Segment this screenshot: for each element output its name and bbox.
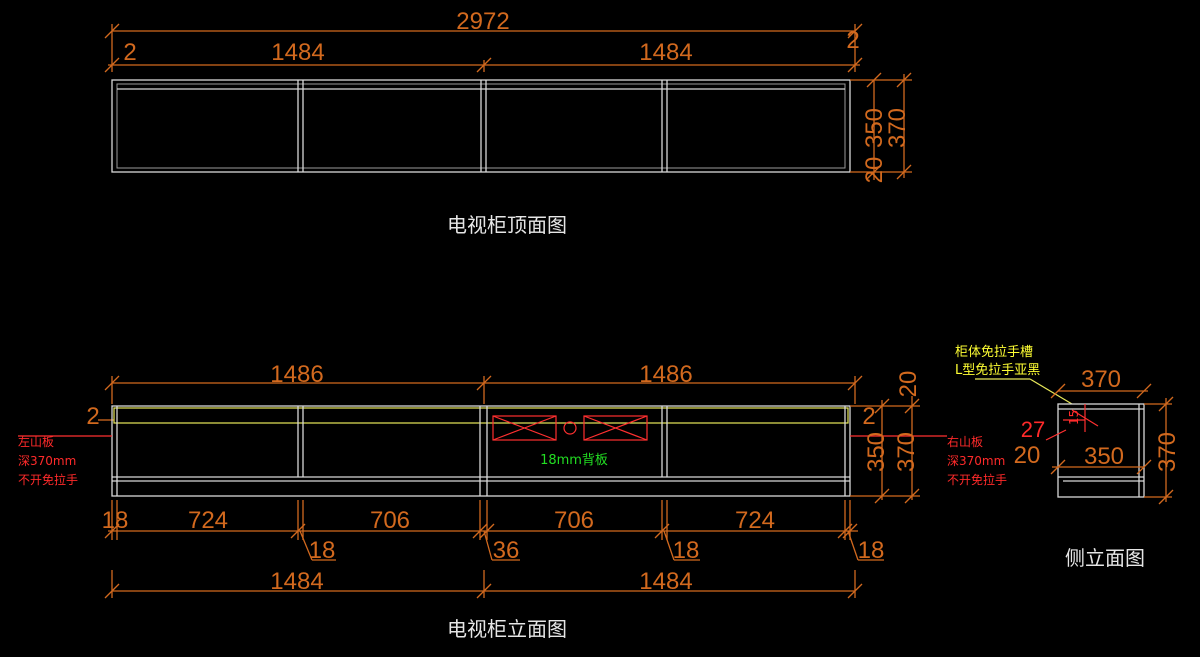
tick <box>1158 489 1174 505</box>
front-bottom-dim-3: 706 <box>554 507 594 534</box>
tick <box>472 523 488 539</box>
right-panel-note-2: 深370mm <box>947 454 1005 468</box>
front-handle-groove <box>113 407 849 424</box>
tick <box>874 398 890 414</box>
tick <box>866 164 882 180</box>
front-bottom-dim-4: 724 <box>735 507 775 534</box>
side-note-line2: L型免拉手亚黑 <box>955 363 1040 378</box>
side-groove-small-text: 15 <box>1067 410 1081 425</box>
front-right-gap-text: 2 <box>862 403 875 430</box>
side-note-leader <box>1029 378 1073 405</box>
side-view-title: 侧立面图 <box>1065 546 1145 570</box>
front-small-dim-2: 18 <box>673 537 700 564</box>
tick <box>104 523 120 539</box>
top-left-gap-text: 2 <box>123 39 136 66</box>
top-section-1-text: 1484 <box>271 39 324 66</box>
cutout-cross <box>583 415 648 441</box>
side-cabinet-outline <box>1057 403 1145 498</box>
tick <box>1050 383 1066 399</box>
top-overall-dim-text: 2972 <box>456 8 509 35</box>
tick <box>866 72 882 88</box>
tick <box>654 523 670 539</box>
tick <box>904 398 920 414</box>
tick <box>104 57 120 73</box>
top-depth-outer-text: 370 <box>884 108 911 148</box>
back-panel-cutout-right <box>583 415 648 441</box>
right-panel-note-3: 不开免拉手 <box>947 472 1007 487</box>
leader-line <box>847 530 859 561</box>
tick <box>1158 396 1174 412</box>
right-panel-note-1: 右山板 <box>947 434 983 449</box>
top-right-gap-text: 2 <box>846 27 859 54</box>
front-lower-1-text: 1484 <box>270 568 323 595</box>
tick <box>874 488 890 504</box>
side-note-line1: 柜体免拉手槽 <box>955 345 1033 360</box>
top-depth-gap-text: 20 <box>861 157 888 184</box>
side-height-text: 370 <box>1154 432 1181 472</box>
front-bottom-dim-1: 724 <box>188 507 228 534</box>
side-groove-dim-text: 27 <box>1021 417 1045 442</box>
tick <box>1136 459 1152 475</box>
tick <box>837 523 853 539</box>
front-left-gap-text: 2 <box>86 403 99 430</box>
left-panel-note-1: 左山板 <box>18 434 54 449</box>
top-view-title: 电视柜顶面图 <box>447 213 567 237</box>
front-view-title: 电视柜立面图 <box>447 617 567 641</box>
tick <box>1136 383 1152 399</box>
tick <box>896 72 912 88</box>
left-panel-note-2: 深370mm <box>18 454 76 468</box>
top-view: 2972 2 1484 1484 2 350 370 20 电视柜顶面图 <box>104 8 912 237</box>
groove-line <box>1071 409 1099 427</box>
front-height-inner-text: 350 <box>863 432 890 472</box>
front-top-gap-text: 20 <box>895 371 922 398</box>
top-depth-inner-text: 350 <box>861 108 888 148</box>
tick <box>847 57 863 73</box>
front-cabinet-outline <box>111 405 851 497</box>
side-width-inner-text: 350 <box>1084 443 1124 470</box>
tick <box>896 164 912 180</box>
front-small-dim-3: 18 <box>858 537 885 564</box>
leader-line <box>299 530 313 561</box>
front-bottom-dim-2: 706 <box>370 507 410 534</box>
front-bottom-dim-0: 18 <box>102 507 129 534</box>
tick <box>842 523 858 539</box>
cable-hole <box>563 421 577 435</box>
front-view: 1486 1486 2 2 18mm背板 左山板 深370mm 不开免拉手 <box>18 361 1007 641</box>
front-small-dim-1: 36 <box>493 537 520 564</box>
tick <box>479 523 495 539</box>
front-height-outer-text: 370 <box>893 432 920 472</box>
cutout-cross <box>492 415 557 441</box>
front-lower-2-text: 1484 <box>639 568 692 595</box>
groove-leader <box>1045 429 1067 441</box>
front-upper-2-text: 1486 <box>639 361 692 388</box>
tick <box>290 523 306 539</box>
side-width-outer-text: 370 <box>1081 366 1121 393</box>
leader-line <box>483 530 493 561</box>
front-upper-1-text: 1486 <box>270 361 323 388</box>
back-panel-cutout-left <box>492 415 557 441</box>
side-gap-text: 20 <box>1014 442 1041 469</box>
tick <box>1050 459 1066 475</box>
front-small-dim-0: 18 <box>309 537 336 564</box>
top-section-2-text: 1484 <box>639 39 692 66</box>
back-panel-note: 18mm背板 <box>540 453 608 468</box>
left-panel-note-3: 不开免拉手 <box>18 472 78 487</box>
side-view: 柜体免拉手槽 L型免拉手亚黑 370 15 27 350 20 <box>955 345 1181 570</box>
tick <box>904 488 920 504</box>
leader-line <box>663 530 675 561</box>
